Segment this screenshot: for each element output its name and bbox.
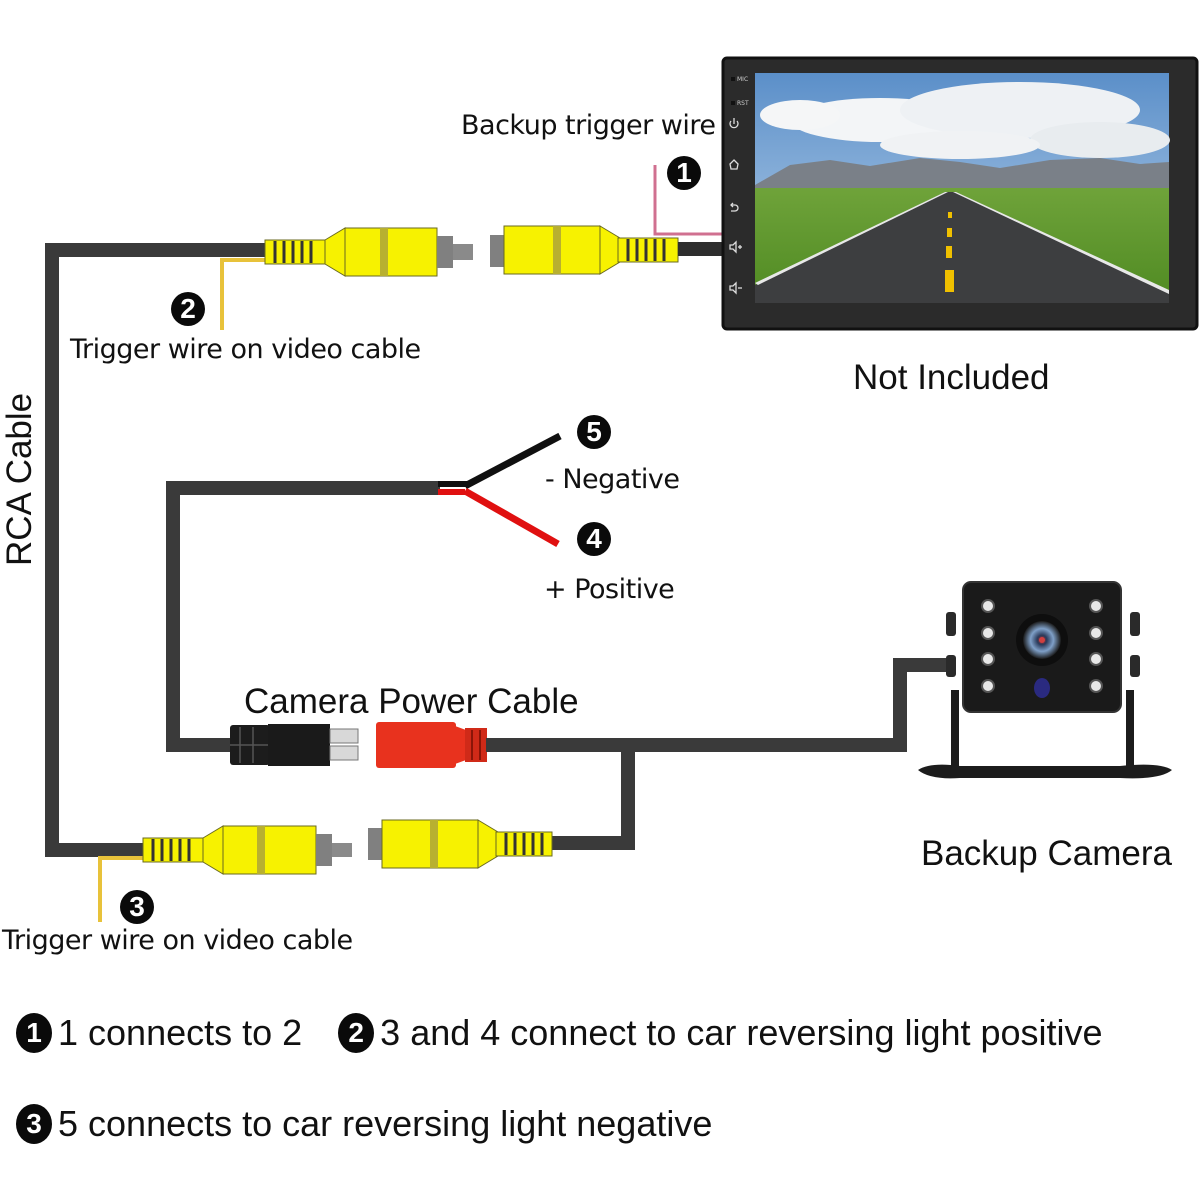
legend-text-1: 1 connects to 2 (58, 1012, 303, 1053)
rca-plug-bottom-right (368, 819, 553, 869)
dc-plug-black (230, 724, 359, 766)
volume-up-icon[interactable] (729, 240, 742, 254)
camera-power-cable-label: Camera Power Cable (244, 682, 579, 721)
backup-trigger-wire-label: Backup trigger wire (461, 110, 716, 141)
home-button-icon[interactable] (729, 159, 739, 170)
camera-cable (486, 658, 955, 752)
power-button-icon[interactable] (729, 118, 739, 129)
legend-item: 3 5 connects to car reversing light nega… (16, 1103, 712, 1145)
positive-label: + Positive (544, 574, 675, 605)
marker-2: 2 (171, 292, 205, 326)
head-unit-screen (755, 73, 1170, 303)
marker-1: 1 (667, 156, 701, 190)
positive-wire-4 (463, 487, 560, 548)
legend-item: 2 3 and 4 connect to car reversing light… (338, 1012, 1103, 1054)
rca-plug-top-left (264, 227, 473, 277)
legend-row-1: 1 1 connects to 2 2 3 and 4 connect to c… (16, 1012, 1139, 1054)
camera-video-branch (548, 745, 635, 850)
legend-item: 1 1 connects to 2 (16, 1012, 302, 1054)
marker-3: 3 (120, 890, 154, 924)
backup-camera (918, 581, 1172, 779)
volume-down-icon[interactable] (729, 281, 742, 295)
legend-text-3: 5 connects to car reversing light negati… (58, 1103, 713, 1144)
legend-text-2: 3 and 4 connect to car reversing light p… (380, 1012, 1103, 1053)
negative-label: - Negative (545, 464, 680, 495)
not-included-label: Not Included (853, 358, 1050, 397)
mic-label: MIC (737, 76, 748, 83)
camera-power-cable (166, 481, 467, 752)
dc-plug-red (376, 722, 487, 768)
head-unit-display: MIC RST (721, 56, 1199, 331)
rca-plug-bottom-left (142, 825, 352, 875)
trigger-wire-label-top: Trigger wire on video cable (70, 334, 421, 365)
trigger-wire-2 (220, 258, 270, 330)
legend-badge-3: 3 (16, 1104, 52, 1144)
backup-camera-label: Backup Camera (921, 834, 1172, 873)
legend-row-2: 3 5 connects to car reversing light nega… (16, 1103, 748, 1145)
backup-trigger-wire-1 (653, 165, 722, 236)
marker-5: 5 (577, 415, 611, 449)
trigger-wire-3 (98, 856, 148, 922)
legend-badge-2: 2 (338, 1013, 375, 1053)
marker-4: 4 (577, 522, 611, 556)
legend-badge-1: 1 (16, 1013, 52, 1053)
rst-label: RST (737, 100, 749, 107)
back-button-icon[interactable] (730, 202, 739, 212)
rca-plug-top-right (490, 225, 724, 275)
rca-cable-label: RCA Cable (0, 392, 39, 566)
negative-wire-5 (463, 432, 562, 490)
trigger-wire-label-bottom: Trigger wire on video cable (2, 925, 353, 956)
rca-cable (45, 243, 272, 857)
